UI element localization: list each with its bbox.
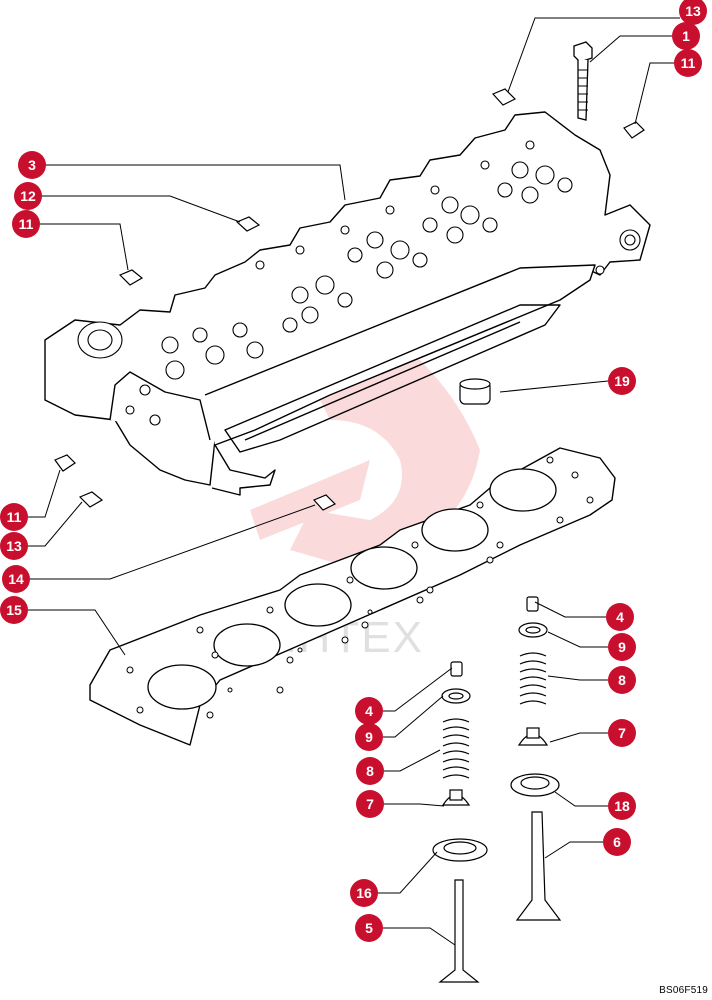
callout-7-right: 7: [608, 719, 636, 747]
leader-line: [507, 17, 680, 93]
svg-text:5: 5: [365, 920, 373, 936]
svg-text:6: 6: [613, 834, 621, 850]
leader-line: [28, 501, 83, 547]
svg-text:13: 13: [685, 3, 701, 19]
svg-text:8: 8: [366, 763, 374, 779]
svg-text:19: 19: [614, 373, 630, 389]
leader-line: [634, 62, 674, 125]
leader-line: [378, 851, 438, 894]
callout-8-right: 8: [608, 666, 636, 694]
svg-text:13: 13: [6, 538, 22, 554]
leader-line: [383, 927, 456, 946]
callout-18: 18: [608, 792, 636, 820]
svg-text:16: 16: [356, 885, 372, 901]
callout-15: 15: [0, 596, 28, 624]
callout-14: 14: [2, 565, 30, 593]
leader-line: [384, 803, 445, 807]
leader-line: [30, 504, 316, 580]
callout-13-top: 13: [679, 0, 707, 25]
callout-1: 1: [672, 22, 700, 50]
reference-code: BS06F519: [659, 985, 708, 996]
leader-line: [547, 631, 608, 648]
callout-4-right: 4: [606, 603, 634, 631]
leader-line: [28, 609, 126, 656]
callout-11-lower: 11: [0, 503, 28, 531]
svg-text:11: 11: [681, 55, 696, 71]
leader-line: [46, 164, 346, 201]
callout-11-left: 11: [12, 210, 40, 238]
svg-text:4: 4: [365, 703, 373, 719]
svg-text:8: 8: [618, 672, 626, 688]
callout-7-left: 7: [356, 790, 384, 818]
leader-line: [554, 791, 608, 807]
leader-line: [40, 223, 129, 271]
svg-text:1: 1: [682, 28, 690, 44]
leader-line: [499, 380, 609, 393]
callout-19: 19: [608, 367, 636, 395]
cylinder-head-bolt: [573, 41, 593, 121]
callout-16: 16: [350, 879, 378, 907]
leader-line: [384, 749, 441, 772]
leader-line: [534, 601, 606, 618]
callout-3: 3: [18, 151, 46, 179]
svg-text:11: 11: [7, 509, 22, 525]
svg-text:12: 12: [20, 188, 36, 204]
svg-text:15: 15: [6, 602, 22, 618]
valve-stack-left: [432, 661, 488, 983]
gasket-bores: [147, 468, 557, 710]
callout-4-left: 4: [355, 697, 383, 725]
svg-text:3: 3: [28, 157, 36, 173]
leader-line: [544, 841, 603, 859]
leader-line: [383, 667, 453, 712]
callout-13-lower: 13: [0, 532, 28, 560]
dowel-sleeves: [54, 88, 645, 511]
svg-text:9: 9: [618, 639, 626, 655]
svg-text:7: 7: [618, 725, 626, 741]
callout-9-left: 9: [355, 723, 383, 751]
leader-line: [28, 469, 61, 518]
svg-text:7: 7: [366, 796, 374, 812]
svg-text:14: 14: [8, 571, 24, 587]
head-ports: [77, 140, 641, 426]
callout-8-left: 8: [356, 757, 384, 785]
leader-line: [383, 695, 444, 738]
callout-9-right: 9: [608, 633, 636, 661]
svg-text:11: 11: [19, 216, 34, 232]
svg-text:9: 9: [365, 729, 373, 745]
leader-line: [589, 35, 672, 63]
callout-11-top: 11: [674, 49, 702, 77]
leader-lines: [28, 17, 680, 946]
svg-text:4: 4: [616, 609, 624, 625]
callout-6: 6: [603, 828, 631, 856]
leader-line: [547, 675, 608, 681]
callout-12: 12: [14, 182, 42, 210]
gasket-holes: [126, 456, 594, 719]
valve-stack-right: [510, 596, 562, 921]
callout-5: 5: [355, 914, 383, 942]
leader-line: [42, 195, 241, 223]
leader-line: [549, 732, 608, 743]
svg-text:18: 18: [614, 798, 630, 814]
